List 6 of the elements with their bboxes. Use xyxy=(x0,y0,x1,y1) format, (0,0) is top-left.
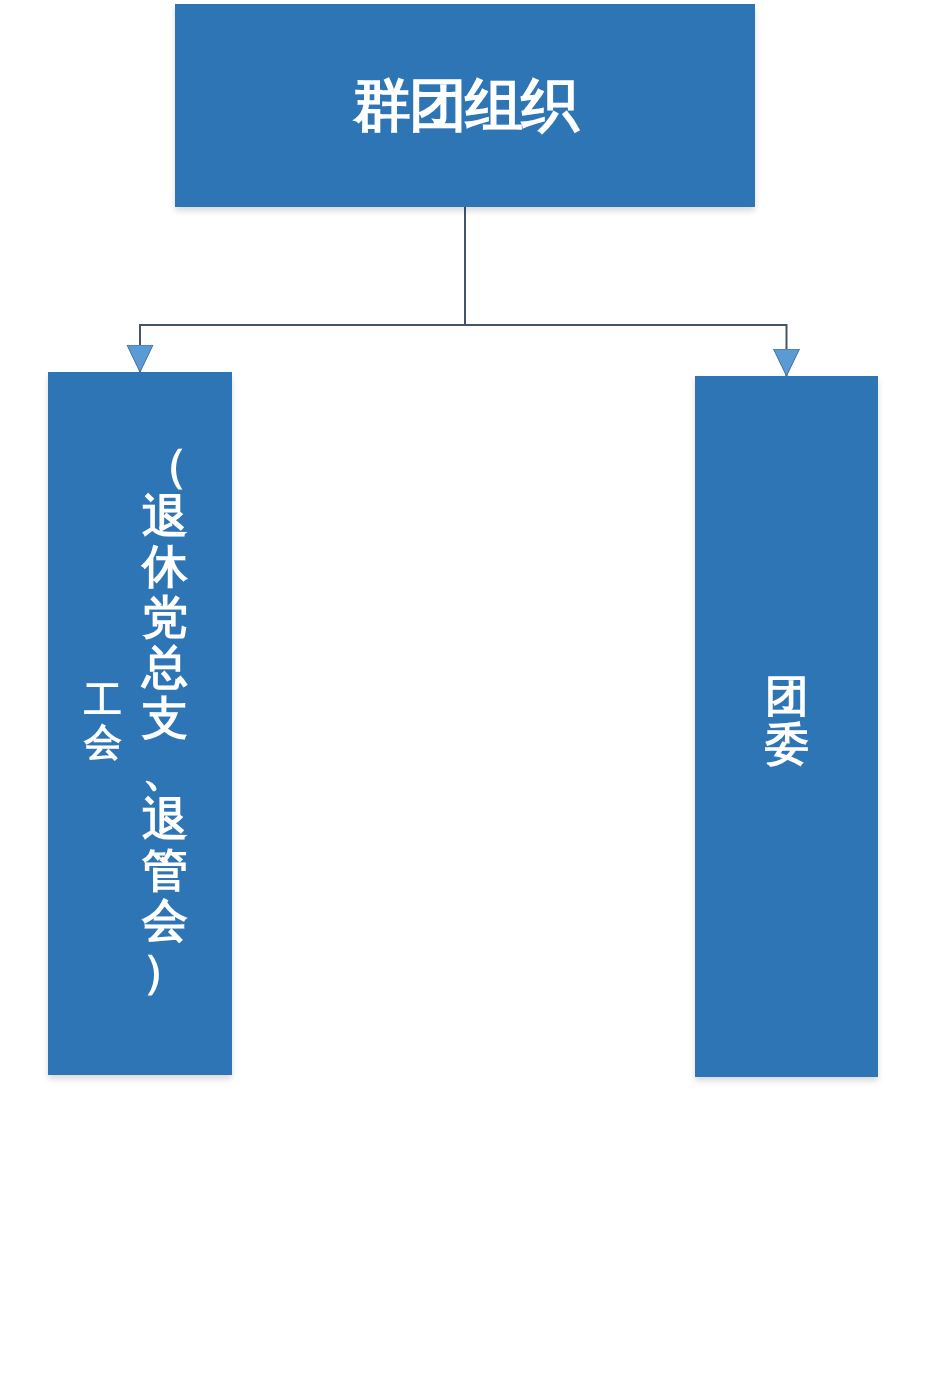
box-title: 团委 xyxy=(765,672,809,769)
box-title: 群团组织 xyxy=(175,4,755,207)
box-subtitle: （退休党总支、退管会） xyxy=(142,440,188,997)
org-box xyxy=(695,376,878,1077)
org-box xyxy=(48,372,232,1075)
box-title: 工会 xyxy=(84,680,122,764)
